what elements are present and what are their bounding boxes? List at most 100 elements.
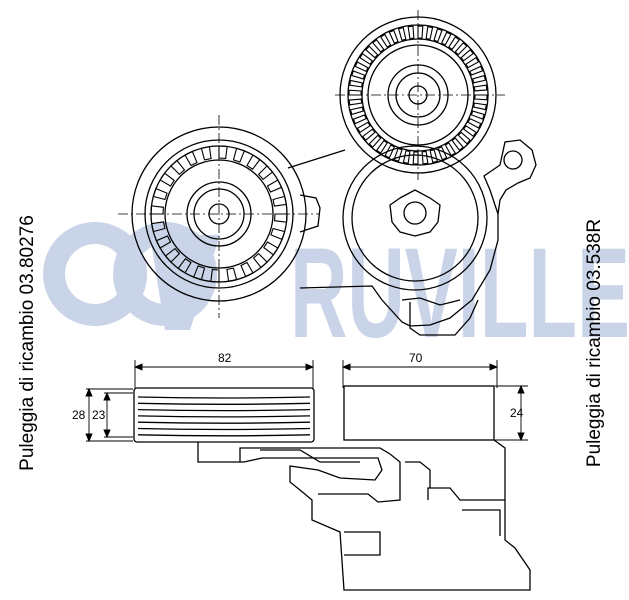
pulley-rib bbox=[462, 125, 477, 138]
pulley-rib bbox=[354, 61, 369, 73]
mounting-hole bbox=[503, 150, 523, 170]
pulley-rib bbox=[429, 149, 439, 164]
pulley-rib bbox=[437, 146, 448, 161]
pulley-rib bbox=[151, 221, 166, 233]
tensioner-assembly-top-view bbox=[118, 10, 537, 336]
pulley-rib bbox=[417, 25, 424, 39]
ruville-watermark: RUVILLE bbox=[43, 222, 629, 365]
pulley-groove bbox=[137, 421, 311, 424]
pulley-rib bbox=[421, 150, 429, 165]
pulley-rib bbox=[473, 84, 488, 92]
pulley-rib bbox=[155, 235, 172, 249]
pulley-rib bbox=[433, 28, 443, 43]
pulley-groove bbox=[137, 434, 311, 437]
pulley-rib bbox=[356, 121, 371, 134]
pulley-rib bbox=[402, 150, 411, 164]
pulley-rib bbox=[266, 179, 283, 193]
bracket-lower-flange bbox=[409, 299, 479, 336]
smooth-pulley-profile bbox=[343, 385, 495, 441]
pulley-groove bbox=[137, 427, 311, 431]
pulley-rib bbox=[454, 42, 468, 56]
ribbed-pulley-profile bbox=[133, 387, 315, 443]
base-bracket-outline bbox=[197, 439, 531, 591]
pulley-rib bbox=[472, 74, 487, 84]
pulley-rib bbox=[270, 227, 286, 241]
hex-drive-nut bbox=[389, 189, 441, 237]
pulley-groove bbox=[137, 408, 311, 412]
pulley-rib bbox=[372, 39, 385, 53]
pulley-rib bbox=[384, 144, 396, 159]
pulley-rib bbox=[348, 89, 362, 96]
pulley-rib bbox=[164, 247, 181, 263]
pulley-rib bbox=[272, 195, 287, 207]
pulley-rib bbox=[274, 213, 288, 223]
pulley-rib bbox=[192, 265, 206, 281]
pulley-rib bbox=[184, 150, 198, 167]
pulley-rib bbox=[474, 94, 488, 101]
pulley-rib bbox=[473, 102, 487, 111]
pulley-rib bbox=[460, 49, 474, 62]
pulley-rib bbox=[351, 70, 366, 80]
pulley-rib bbox=[218, 145, 228, 159]
dim-label-82: 82 bbox=[218, 351, 232, 365]
dim-label-23: 23 bbox=[92, 408, 106, 422]
bracket-detail-line bbox=[401, 297, 461, 306]
pulley-rib bbox=[352, 114, 367, 125]
pulley-rib bbox=[465, 56, 480, 69]
dim-label-24: 24 bbox=[510, 406, 524, 420]
pulley-rib bbox=[365, 45, 379, 59]
pulley-rib bbox=[232, 147, 246, 163]
pulley-rib bbox=[440, 31, 452, 46]
pulley-rib bbox=[263, 241, 279, 256]
pulley-groove bbox=[137, 415, 311, 418]
watermark-brand-text: RUVILLE bbox=[290, 222, 629, 365]
pulley-rib bbox=[200, 146, 212, 161]
pulley-rib bbox=[448, 36, 461, 51]
pulley-rib bbox=[379, 33, 392, 48]
pulley-rib bbox=[226, 267, 238, 282]
pulley-rib bbox=[240, 261, 254, 278]
pulley-rib bbox=[170, 159, 186, 176]
pulley-rib bbox=[469, 65, 484, 76]
pulley-rib bbox=[451, 137, 464, 151]
pulley-rib bbox=[457, 131, 471, 145]
pulley-rib bbox=[257, 165, 274, 181]
pulley-rib bbox=[388, 29, 399, 44]
pulley-rib bbox=[359, 52, 374, 65]
base-bracket-inner bbox=[260, 449, 431, 488]
pulley-rib bbox=[425, 26, 434, 40]
pulley-rib bbox=[470, 110, 485, 120]
pulley-groove bbox=[137, 396, 311, 399]
tensioner-assembly-side-view bbox=[133, 385, 531, 591]
right-pulley-note: Puleggia di ricambio 03.538R bbox=[584, 218, 605, 468]
center-lines bbox=[118, 10, 505, 318]
dim-label-70: 70 bbox=[409, 351, 423, 365]
pulley-rib bbox=[152, 187, 168, 201]
pulley-rib bbox=[407, 25, 415, 40]
pulley-rib bbox=[368, 134, 382, 148]
pulley-rib bbox=[349, 79, 363, 88]
pulley-rib bbox=[349, 106, 364, 116]
pulley-rib bbox=[362, 128, 376, 141]
pulley-groove bbox=[137, 402, 311, 405]
pulley-rib bbox=[252, 252, 268, 269]
ruville-logo bbox=[43, 222, 220, 330]
pulley-rib bbox=[375, 139, 388, 154]
pulley-rib bbox=[159, 172, 175, 187]
tensioner-arm-outline bbox=[287, 139, 537, 327]
tensioner-hub-body bbox=[342, 145, 488, 291]
pulley-rib bbox=[397, 26, 407, 41]
dimension-labels: 82 70 28 23 24 bbox=[72, 351, 524, 422]
pulley-rib bbox=[467, 117, 482, 129]
left-pulley-note: Puleggia di ricambio 03.80276 bbox=[17, 215, 38, 471]
pulley-rib bbox=[150, 205, 164, 215]
pulley-rib bbox=[412, 151, 419, 165]
pulley-rib bbox=[393, 147, 403, 162]
dim-label-28: 28 bbox=[72, 408, 86, 422]
pulley-rib bbox=[246, 154, 261, 170]
dimensions bbox=[85, 360, 528, 443]
pulley-rib bbox=[348, 98, 363, 106]
pulley-rib bbox=[177, 258, 192, 274]
